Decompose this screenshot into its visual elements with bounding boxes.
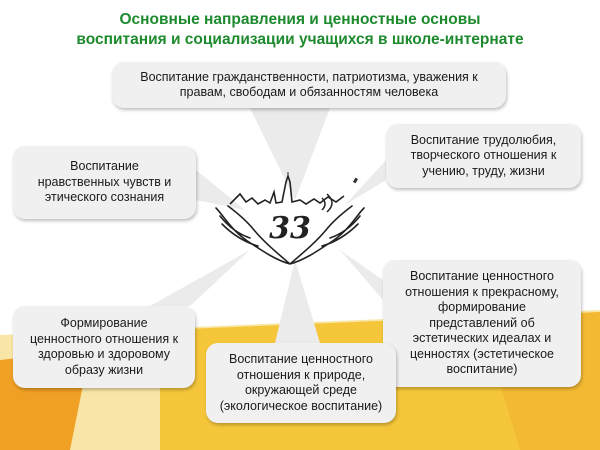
box-health-education: Формирование ценностного отношения к здо… [13, 306, 195, 388]
logo-number: 33 [269, 211, 311, 246]
wedge-beauty [340, 250, 383, 300]
box-labor-education: Воспитание трудолюбия, творческого отнош… [386, 124, 581, 188]
page-title: Основные направления и ценностные основы… [0, 10, 600, 50]
wedge-moral [196, 170, 245, 210]
box-labor-education-text: Воспитание трудолюбия, творческого отнош… [410, 132, 557, 178]
wedge-citizenship [250, 108, 330, 200]
wedge-nature [275, 260, 320, 343]
connector-wedges [150, 108, 386, 343]
box-aesthetic-education-text: Воспитание ценностного отношения к прекр… [405, 269, 559, 377]
title-line-2: воспитания и социализации учащихся в шко… [76, 31, 524, 48]
right-hand-icon [289, 205, 365, 265]
box-citizenship-text: Воспитание гражданственности, патриотизм… [140, 69, 478, 100]
wedge-health [150, 250, 250, 306]
signal-icon [321, 193, 333, 213]
box-moral-education: Воспитание нравственных чувств и этическ… [13, 146, 196, 219]
box-ecological-education: Воспитание ценностного отношения к приро… [206, 343, 396, 423]
school-logo: 33 [215, 172, 365, 265]
box-ecological-education-text: Воспитание ценностного отношения к приро… [219, 352, 383, 413]
wedge-labor [345, 160, 386, 205]
title-line-1: Основные направления и ценностные основы [119, 11, 481, 28]
city-skyline-icon [229, 173, 345, 205]
box-aesthetic-education: Воспитание ценностного отношения к прекр… [383, 260, 581, 387]
box-citizenship: Воспитание гражданственности, патриотизм… [112, 62, 506, 108]
box-health-education-text: Формирование ценностного отношения к здо… [29, 316, 179, 377]
box-moral-education-text: Воспитание нравственных чувств и этическ… [37, 159, 172, 205]
